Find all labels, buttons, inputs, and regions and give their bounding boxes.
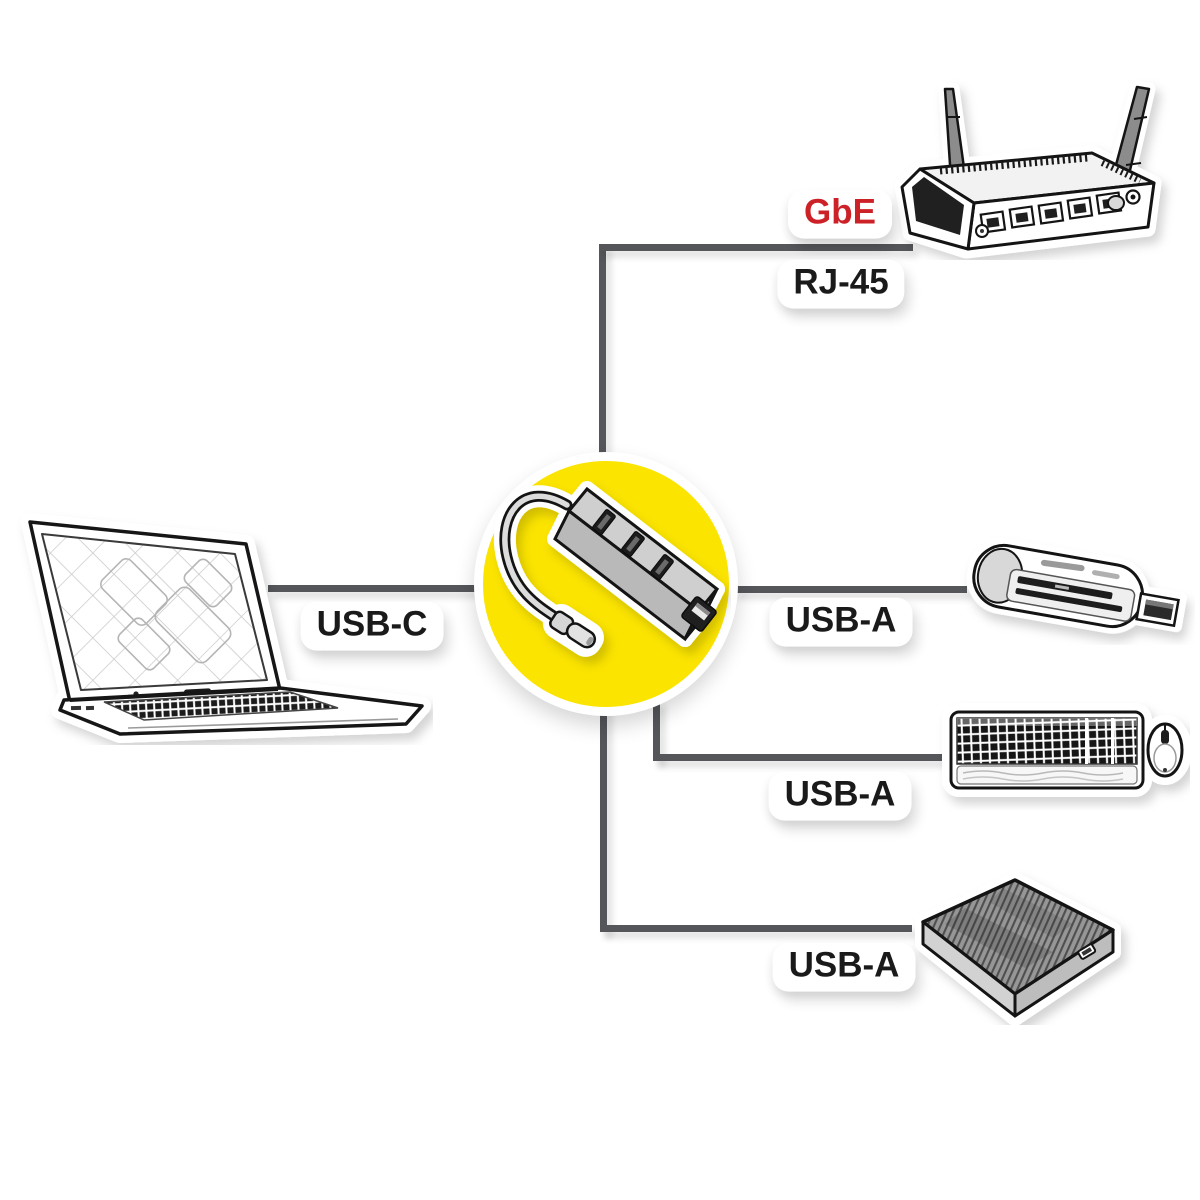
keyboard-keys: [956, 717, 1138, 765]
laptop-illustration: [21, 513, 431, 743]
hub-rj45-port: [681, 596, 717, 632]
keyboard-mouse-illustration: [942, 703, 1190, 797]
router-vents: [939, 154, 1089, 175]
label-usb-a-bottom: USB-A: [772, 942, 916, 992]
usb-hub-illustration: [493, 481, 725, 657]
line-hub-to-card-reader: [732, 586, 967, 593]
mouse-scroll-wheel: [1161, 730, 1169, 744]
label-rj45: RJ-45: [777, 259, 905, 309]
router-antenna-mount: [1107, 195, 1125, 211]
hub-usb-c-plug: [549, 610, 597, 649]
card-slot-2: [1015, 588, 1123, 613]
label-usb-c: USB-C: [300, 601, 444, 651]
line-laptop-to-hub: [268, 585, 480, 592]
hub-usb-port-2: [621, 531, 645, 557]
router-illustration: [894, 80, 1162, 259]
card-reader-usb-plug: [1135, 592, 1180, 628]
label-usb-a-middle: USB-A: [768, 771, 912, 821]
line-hub-to-router-vertical: [599, 244, 606, 470]
line-hub-to-router-horizontal: [599, 244, 913, 251]
line-hub-to-hdd-vertical: [600, 698, 607, 932]
laptop-keyboard: [103, 691, 339, 721]
label-gbe: GbE: [788, 189, 892, 239]
line-hub-to-hdd-horizontal: [600, 925, 912, 932]
label-usb-a-top: USB-A: [769, 597, 913, 647]
hdd-usb-port: [1077, 943, 1097, 960]
hub-usb-port-1: [592, 509, 616, 535]
mouse: [1146, 722, 1184, 778]
hub-usb-port-3: [650, 554, 674, 580]
line-hub-to-keyboard-vertical: [653, 700, 660, 761]
line-hub-to-keyboard-horizontal: [653, 754, 946, 761]
hard-drive-illustration: [915, 872, 1121, 1025]
card-reader-illustration: [966, 538, 1187, 634]
laptop-display: [41, 533, 268, 691]
